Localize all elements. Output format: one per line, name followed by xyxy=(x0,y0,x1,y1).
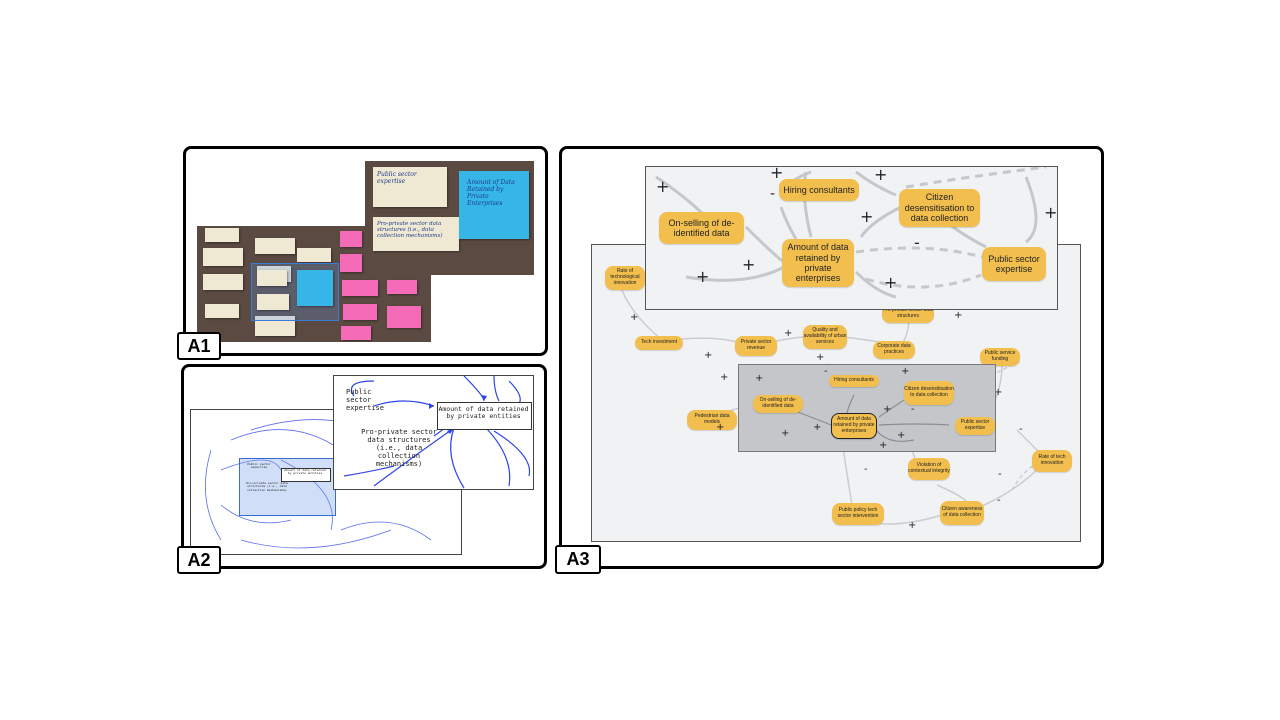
a3-node-amount: Amount of data retained by private enter… xyxy=(831,413,877,439)
a3-zoom-sign: + xyxy=(770,166,784,182)
a3-node-public-funding: Public service funding xyxy=(980,348,1020,366)
a3-node-expertise: Public sector expertise xyxy=(955,417,995,435)
a3-sign: + xyxy=(630,312,639,323)
a3-sign: - xyxy=(1019,424,1023,435)
a2-zoom-structures: Pro-private sector data structures (i.e.… xyxy=(361,428,437,469)
a3-sign: + xyxy=(954,310,963,321)
a2-small-amount: Amount of data retained by private entit… xyxy=(284,468,326,476)
a2-small-amount-box xyxy=(281,468,331,482)
label-a3: A3 xyxy=(555,545,601,574)
a3-sign: + xyxy=(883,404,892,415)
a3-sign: + xyxy=(813,422,822,433)
label-a2: A2 xyxy=(177,546,221,574)
a2-small-structures: Pro-private sector data structures (i.e.… xyxy=(246,481,288,492)
a3-node-desens: Citizen desensitisation to data collecti… xyxy=(904,381,954,405)
a3-zoom-expertise: Public sector expertise xyxy=(982,247,1046,281)
a1-photo-zoom: Public sector expertise Pro-private sect… xyxy=(365,161,534,275)
a3-zoom-onselling: On-selling of de-identified data xyxy=(659,212,744,244)
a3-zoom-sign: + xyxy=(884,273,898,292)
a3-zoom-sign: + xyxy=(1044,203,1058,222)
a3-zoom-sign: + xyxy=(874,166,888,184)
a3-sign: + xyxy=(816,352,825,363)
a3-sign: + xyxy=(897,430,906,441)
a3-node-rate-tech: Rate of technological innovation xyxy=(605,266,645,290)
a3-sign: + xyxy=(784,328,793,339)
a3-sign: - xyxy=(864,464,868,475)
a3-sign: - xyxy=(824,366,828,377)
a3-node-hiring: Hiring consultants xyxy=(829,375,879,387)
a3-sign: + xyxy=(716,422,725,433)
a3-zoom-hiring: Hiring consultants xyxy=(779,179,859,201)
a2-zoom-expertise: Public sector expertise xyxy=(346,388,384,413)
a3-sign: + xyxy=(994,387,1003,398)
a3-node-policy: Public policy tech sector intervention xyxy=(832,503,884,525)
a3-sign: + xyxy=(704,350,713,361)
a3-zoom-sign: + xyxy=(656,177,670,196)
a3-node-quality: Quality and availability of urban servic… xyxy=(803,325,847,349)
a3-sign: + xyxy=(781,428,790,439)
a3-sign: + xyxy=(879,440,888,451)
a3-zoom-desens: Citizen desensitisation to data collecti… xyxy=(899,189,980,227)
a2-zoom-amount: Amount of data retained by private entit… xyxy=(438,405,529,421)
a3-node-awareness: Citizen awareness of data collection xyxy=(940,501,984,525)
a3-sign: + xyxy=(908,520,917,531)
a3-node-corp-data: Corporate data practices xyxy=(873,341,915,359)
a3-node-violation: Violation of contextual integrity xyxy=(908,458,950,480)
a3-sign: + xyxy=(755,373,764,384)
a3-sign: - xyxy=(997,495,1001,506)
a3-node-private-revenue: Private sector revenue xyxy=(735,336,777,356)
a3-zoom-sign: + xyxy=(742,255,756,274)
a3-zoom-sign: + xyxy=(696,267,710,286)
a3-cld-zoom: Hiring consultants Citizen desensitisati… xyxy=(645,166,1058,310)
a3-sign: - xyxy=(911,404,915,415)
a3-sign: + xyxy=(720,372,729,383)
a1-note-amount: Amount of Data Retained by Private Enter… xyxy=(459,171,529,239)
label-a1: A1 xyxy=(177,332,221,360)
a3-node-tech-investment: Tech investment xyxy=(635,336,683,350)
a3-highlight-region: Hiring consultants Citizen desensitisati… xyxy=(738,364,996,452)
a3-zoom-amount: Amount of data retained by private enter… xyxy=(782,239,854,287)
a2-zoom-amount-box xyxy=(437,402,532,430)
a2-diagram-zoom: Public sector expertise Pro-private sect… xyxy=(333,375,534,490)
a3-sign: - xyxy=(998,469,1002,480)
a3-zoom-sign: + xyxy=(860,207,874,226)
a1-note-public-expertise: Public sector expertise xyxy=(373,167,447,207)
a3-node-pedestrian: Pedestrian data models xyxy=(687,410,737,430)
a1-note-pro-private: Pro-private sector data structures (i.e.… xyxy=(373,217,459,251)
a3-sign: + xyxy=(901,366,910,377)
a3-node-onselling: On-selling of de-identified data xyxy=(753,395,803,413)
a2-zoom-arrows xyxy=(343,376,531,489)
a2-small-expertise: Public sector expertise xyxy=(247,462,271,470)
a3-node-rate-tech-innovation: Rate of tech innovation xyxy=(1032,450,1072,472)
a3-zoom-sign: - xyxy=(914,233,920,252)
a3-zoom-sign: - xyxy=(770,186,776,202)
a1-photo-wall xyxy=(197,226,431,342)
